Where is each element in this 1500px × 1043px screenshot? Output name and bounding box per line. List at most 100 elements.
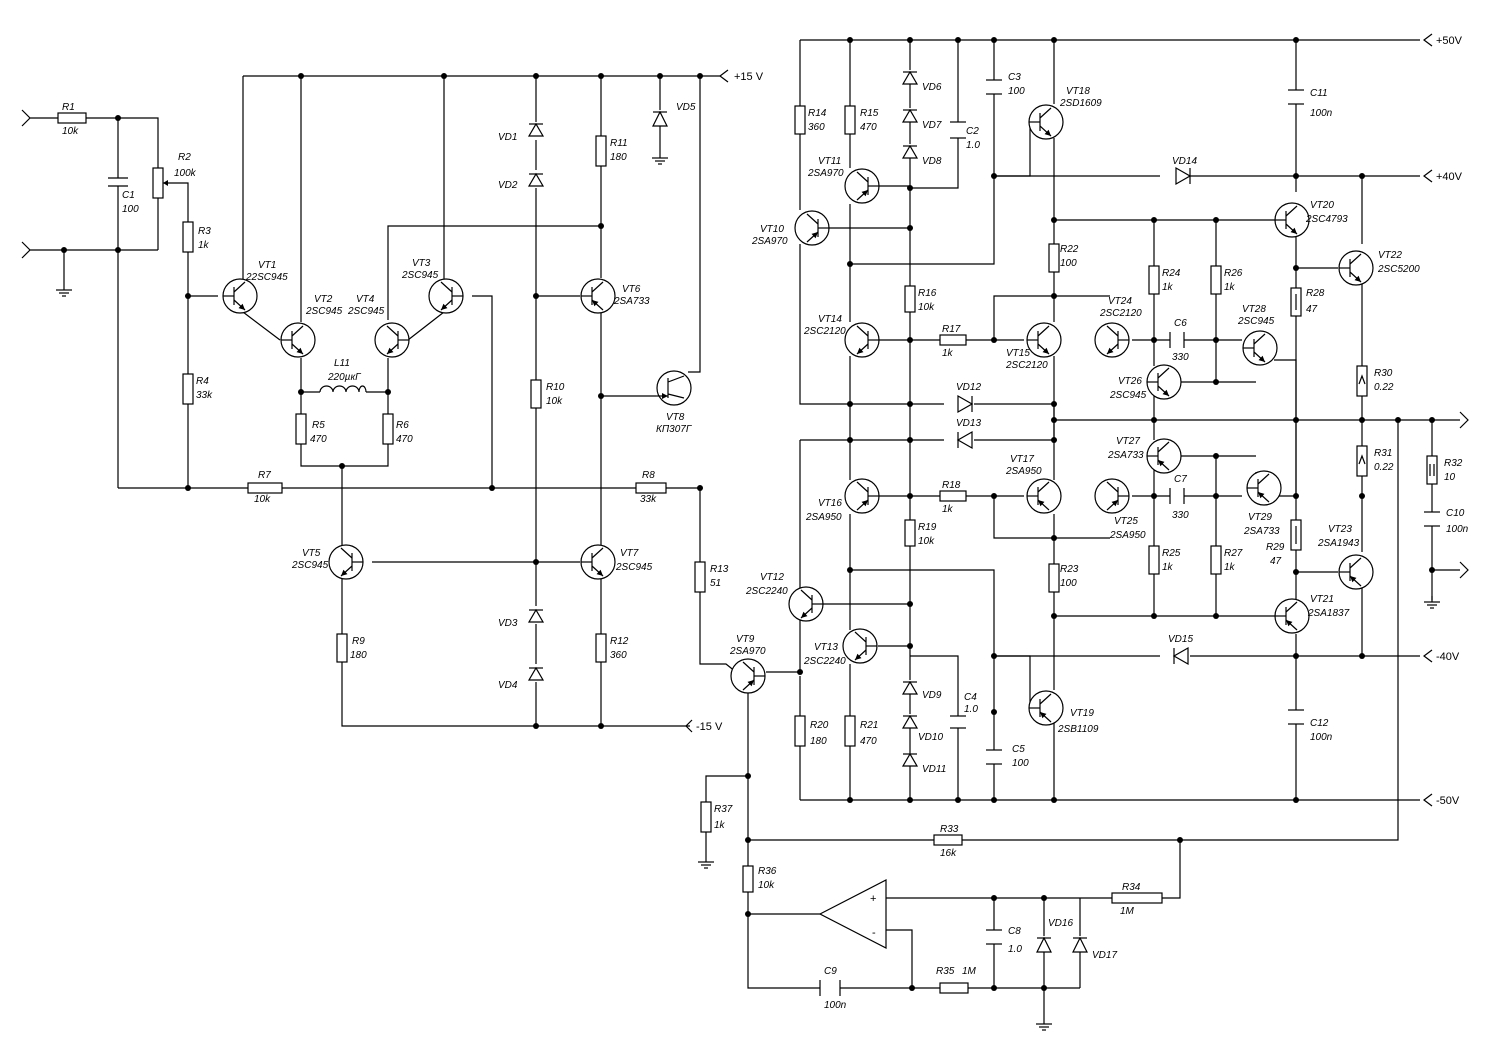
R8-val: 33k [640,494,657,505]
VT11-ref: VT11 [818,156,841,167]
R23-ref: R23 [1060,564,1079,575]
transistor-VT13 [842,628,878,664]
C12-ref: C12 [1310,718,1329,729]
inductor-L11 [319,385,367,393]
VT3-val: 2SC945 [401,270,439,281]
VD1-ref: VD1 [498,132,517,143]
R25-val: 1k [1162,562,1174,573]
diode-VD1 [527,122,545,137]
resistor-R13 [694,561,706,593]
rail-p50-label: +50V [1436,35,1463,47]
VT3-ref: VT3 [412,258,431,269]
resistor-R16 [904,285,916,313]
VT7-ref: VT7 [620,548,639,559]
VT12-ref: VT12 [760,572,784,583]
transistor-VT23 [1338,554,1374,590]
diode-VD14 [1175,166,1192,186]
C10-ref: C10 [1446,508,1465,519]
R22-val: 100 [1060,258,1077,269]
VT23-ref: VT23 [1328,524,1352,535]
potentiometer-R2 [152,167,168,199]
VT7-val: 2SC945 [615,562,653,573]
VT5-ref: VT5 [302,548,321,559]
R23-val: 100 [1060,578,1077,589]
capacitor-C8 [986,929,1002,945]
R26-val: 1k [1224,282,1236,293]
R14-ref: R14 [808,108,827,119]
C11-ref: C11 [1310,88,1328,99]
C8-ref: C8 [1008,926,1021,937]
C3-ref: C3 [1008,72,1021,83]
VT4-ref: VT4 [356,294,375,305]
capacitor-C9 [819,980,841,996]
diode-VD17 [1072,936,1088,953]
transistor-VT27 [1146,438,1182,474]
capacitor-C1 [108,177,128,198]
L11-ref: L11 [334,358,350,369]
transistor-VT17 [1026,478,1062,514]
VT14-val: 2SC2120 [803,326,846,337]
VT13-ref: VT13 [814,642,838,653]
R37-ref: R37 [714,804,733,815]
diode-VD6 [901,70,919,85]
R10-val: 10k [546,396,563,407]
rail-m40-label: -40V [1436,651,1460,663]
resistor-R12 [595,633,607,663]
diode-VD16 [1036,936,1052,953]
R30-val: 0.22 [1374,382,1394,393]
R34-val: 1M [1120,906,1135,917]
transistor-VT21 [1274,598,1310,634]
C1-val: 100 [122,204,139,215]
R17-val: 1k [942,348,954,359]
VT27-ref: VT27 [1116,436,1140,447]
rail-m50-label: -50V [1436,795,1460,807]
R29-ref: R29 [1266,542,1285,553]
R14-val: 360 [808,122,825,133]
VT1-val: 22SC945 [245,272,288,283]
R27-val: 1k [1224,562,1236,573]
resistor-R3 [182,221,194,253]
resistor-R8 [635,482,667,494]
VT20-val: 2SC4793 [1305,214,1348,225]
VT2-ref: VT2 [314,294,333,305]
opamp [818,879,887,949]
R29-val: 47 [1270,556,1282,567]
VT14-ref: VT14 [818,314,842,325]
resistor-R27 [1210,545,1222,575]
R11-val: 180 [610,152,627,163]
R21-val: 470 [860,736,877,747]
resistor-R37 [700,801,712,833]
VT29-ref: VT29 [1248,512,1272,523]
C11-val: 100n [1310,108,1333,119]
diode-VD4 [527,666,545,681]
transistor-VT10 [794,210,830,246]
transistor-VT29 [1246,470,1282,506]
capacitor-C10 [1424,511,1440,527]
resistor-R11 [595,135,607,167]
resistor-R34 [1111,892,1163,904]
R19-ref: R19 [918,522,937,533]
VT8-val: КП307Г [656,424,693,435]
VT29-val: 2SA733 [1243,526,1280,537]
R15-val: 470 [860,122,877,133]
R28-val: 47 [1306,304,1318,315]
C1-ref: C1 [122,190,135,201]
R16-val: 10k [918,302,935,313]
transistor-VT20 [1274,202,1310,238]
capacitor-C5 [986,749,1002,765]
transistor-VT18 [1028,104,1064,140]
VD9-ref: VD9 [922,690,942,701]
resistor-R21 [844,715,856,747]
C6-val: 330 [1172,352,1189,363]
R16-ref: R16 [918,288,937,299]
transistor-VT6 [580,278,616,314]
transistor-VT5 [328,544,364,580]
resistor-R15 [844,105,856,135]
VD13-ref: VD13 [956,418,981,429]
VT10-ref: VT10 [760,224,784,235]
capacitor-C7 [1169,488,1185,504]
resistor-R29 [1290,519,1302,551]
R27-ref: R27 [1224,548,1243,559]
R32-val: 10 [1444,472,1456,483]
